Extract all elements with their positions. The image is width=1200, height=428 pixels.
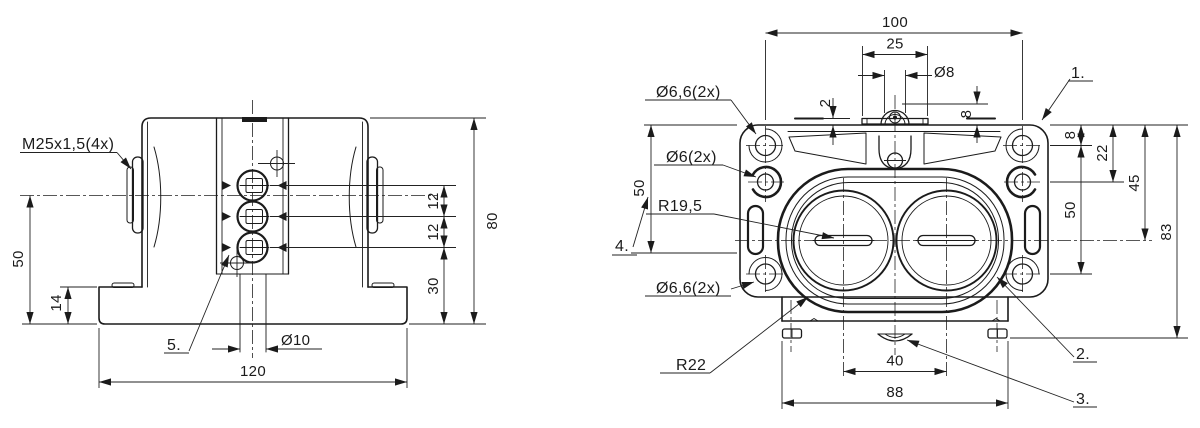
body-curve-left — [153, 146, 162, 248]
dim-25: 25 — [862, 36, 928, 59]
dim-50-front: 50 — [10, 195, 34, 324]
dim-dia10: Ø10 — [212, 332, 322, 353]
body-curve-right — [348, 146, 357, 248]
dim-8-edge: 8 — [1062, 125, 1085, 146]
dim-83: 83 — [1158, 125, 1181, 338]
label-hole-bottom-left: Ø6,6(2x) — [645, 280, 755, 297]
dim-8-boss-text: 8 — [958, 110, 975, 119]
position-balloon-1: 1. — [1041, 65, 1093, 121]
label-thread-size: M25x1,5(4x) — [20, 136, 132, 170]
dim-25-text: 25 — [886, 36, 903, 53]
dim-120-text: 120 — [240, 363, 266, 380]
dim-83-text: 83 — [1158, 223, 1175, 240]
bottom-latch-dome — [877, 333, 913, 342]
dim-100-text: 100 — [882, 14, 908, 31]
pocket-right — [923, 132, 1002, 165]
dim-8-boss: 8 — [958, 86, 981, 143]
gland-dome-right — [895, 189, 998, 292]
gland-right — [366, 156, 379, 234]
dim-80: 80 — [470, 118, 501, 324]
base-outline — [98, 286, 408, 325]
item5-text: 5. — [167, 337, 181, 354]
item2-text: 2. — [1076, 346, 1090, 363]
label-outer-radius: R22 — [660, 296, 809, 374]
dim-12-upper-text: 12 — [425, 192, 442, 209]
dim-40-text: 40 — [886, 353, 903, 370]
label-hole-top-left: Ø6,6(2x) — [645, 84, 757, 135]
dim-120: 120 — [99, 363, 407, 386]
dim-88-text: 88 — [886, 384, 903, 401]
position-balloon-5: 5. — [164, 254, 230, 354]
base-screw-left — [111, 282, 135, 288]
dim-50-left-text: 50 — [631, 179, 648, 196]
hole-top-left-text: Ø6,6(2x) — [656, 84, 721, 101]
dim-22-text: 22 — [1094, 144, 1111, 161]
dim-dia10-text: Ø10 — [281, 332, 310, 349]
dim-100: 100 — [765, 14, 1023, 37]
dim-dia8: Ø8 — [858, 64, 955, 81]
inner-radius-text: R19,5 — [658, 198, 702, 215]
top-gasket-mark — [242, 117, 267, 122]
terminal-3 — [222, 231, 287, 264]
seal-ring-inner — [791, 182, 999, 299]
dim-40: 40 — [843, 353, 947, 376]
dim-45-text: 45 — [1126, 174, 1143, 191]
boss-contour-top-left — [748, 128, 783, 163]
dim-80-text: 80 — [484, 212, 501, 229]
terminal-arrow-left — [222, 181, 231, 190]
dim-2-text: 2 — [817, 99, 834, 108]
dim-12-lower-text: 12 — [425, 223, 442, 240]
dim-30: 30 — [425, 247, 448, 324]
dim-30-text: 30 — [425, 277, 442, 294]
dim-50-left: 50 — [631, 125, 655, 253]
dim-dia8-text: Ø8 — [934, 64, 955, 81]
dim-14-text: 14 — [48, 294, 65, 311]
position-balloon-3: 3. — [906, 339, 1097, 408]
groove-slot-right — [1023, 204, 1042, 256]
dim-12-upper: 12 — [425, 185, 448, 217]
groove-slot-left — [746, 204, 765, 256]
boss-contour-bottom-left — [748, 257, 783, 291]
gland-right-cap — [376, 166, 384, 224]
outer-radius-text: R22 — [676, 357, 706, 374]
top-view: 100 25 Ø8 2 8 8 50 — [612, 14, 1188, 409]
front-view: 12 12 30 80 50 14 120 Ø10 — [10, 100, 501, 388]
base-screw-right — [371, 282, 395, 288]
gland-dome-left — [792, 189, 895, 292]
dim-50-right: 50 — [1062, 145, 1085, 274]
dim-2: 2 — [817, 98, 837, 145]
thread-label-text: M25x1,5(4x) — [22, 136, 114, 153]
label-inner-radius: R19,5 — [646, 198, 835, 240]
seal-ring-outer — [776, 167, 1014, 314]
position-balloon-4: 4. — [612, 196, 649, 256]
flange-outline — [739, 124, 1049, 298]
item4-text: 4. — [615, 238, 629, 255]
dim-8-edge-text: 8 — [1062, 131, 1079, 140]
label-hole-small: Ø6(2x) — [654, 149, 757, 178]
dim-14: 14 — [48, 287, 72, 324]
dim-45: 45 — [1126, 125, 1149, 241]
boss-contour-top-right — [1005, 128, 1040, 163]
hole-bottom-left-text: Ø6,6(2x) — [656, 280, 721, 297]
pocket-left — [788, 132, 867, 165]
dim-22: 22 — [1094, 125, 1117, 182]
boss-contour-bottom-right — [1005, 257, 1040, 291]
item3-text: 3. — [1076, 391, 1090, 408]
dim-50-front-text: 50 — [10, 250, 27, 267]
dim-88: 88 — [782, 384, 1008, 407]
dim-50-right-text: 50 — [1062, 201, 1079, 218]
gland-left — [131, 156, 144, 234]
hole-small-text: Ø6(2x) — [666, 149, 717, 166]
marker-hole-top — [258, 150, 295, 177]
seal-ring-mid — [785, 176, 1005, 305]
dim-12-lower: 12 — [425, 216, 448, 248]
earth-boss — [880, 109, 910, 126]
item1-text: 1. — [1071, 65, 1085, 82]
position-balloon-2: 2. — [996, 276, 1097, 363]
